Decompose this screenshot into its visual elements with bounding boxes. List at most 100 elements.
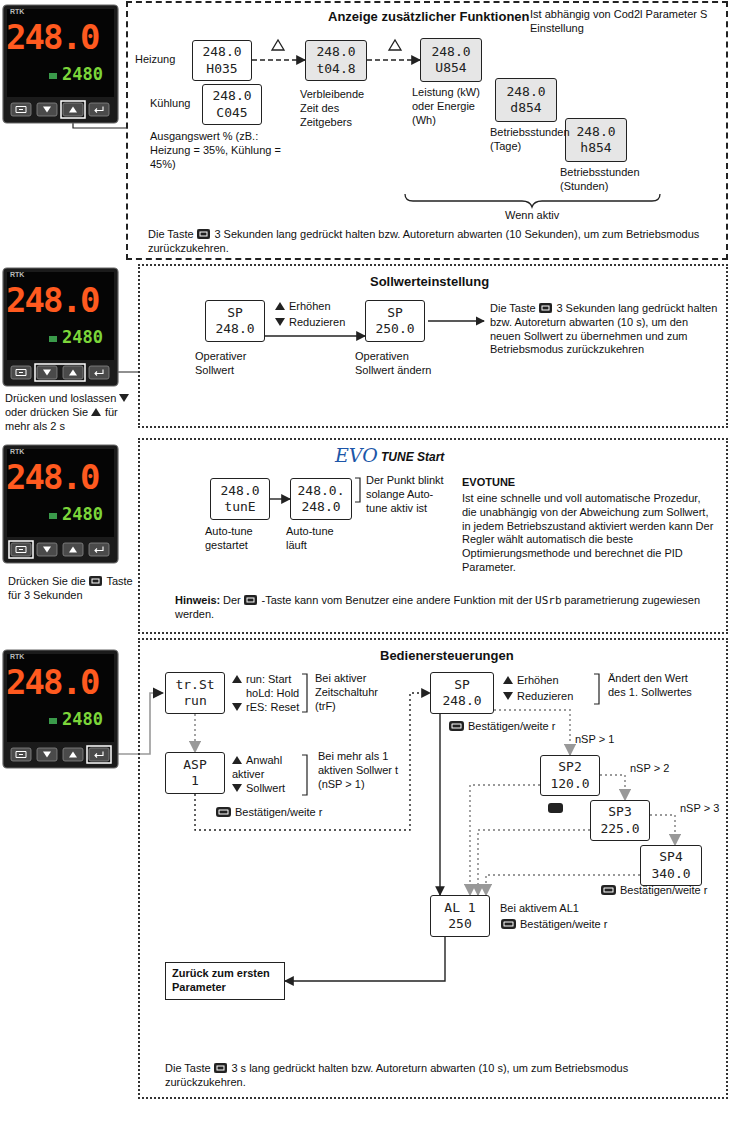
label-text: Ist abhängig von Cod2l Parameter S Einst…: [530, 8, 720, 36]
label: Reduzieren: [275, 316, 345, 328]
label-text: 2480: [62, 66, 107, 83]
box-text: 248.0: [301, 499, 340, 515]
display-box: SP248.0: [205, 300, 265, 342]
label: Verbleibende Zeit des Zeitgebers: [300, 88, 364, 128]
controller-button: [89, 366, 109, 379]
connector: [195, 693, 430, 830]
box-text: 340.0: [651, 866, 690, 882]
connector: [194, 714, 196, 752]
label: Heizung: [135, 53, 175, 65]
key-highlight: [9, 541, 33, 558]
display-box: 248.0C045: [202, 84, 262, 125]
label-text: 248.0: [6, 20, 107, 54]
label: Der: [223, 594, 241, 606]
box-text: tunE: [224, 499, 255, 515]
label: Ausgangswert % (zB.: Heizung = 35%, Kühl…: [150, 130, 281, 170]
label: Bestätigen/weite r: [500, 918, 607, 930]
label: Betriebsstunden (Tage): [490, 126, 570, 152]
box-text: H035: [206, 61, 237, 77]
label: Bei aktiver Zeitschaltuhr (trF): [315, 672, 378, 712]
up-key-symbol: [69, 547, 77, 553]
label: Die Taste: [148, 228, 194, 240]
box-text: 120.0: [550, 776, 589, 792]
box-text: SP2: [558, 759, 581, 775]
label: Auto-tune läuft: [286, 525, 334, 551]
section-title: Anzeige zusätzlicher Funktionen: [328, 9, 530, 24]
connector: [265, 335, 365, 336]
label-text: Die Taste3 s lang gedrückt halten bzw. A…: [165, 1062, 705, 1090]
box-text: h854: [580, 140, 611, 156]
label-text: Die Taste3 Sekunden lang gedrückt halten…: [148, 228, 718, 256]
controller-housing: [3, 268, 118, 386]
label: Erhöhen: [503, 674, 559, 686]
label: 248.0: [6, 662, 98, 702]
up-key-symbol: [69, 752, 77, 758]
connector: [367, 59, 420, 60]
status-led: [49, 718, 57, 724]
label-text: Ändert den Wert des 1. Sollwertes: [608, 672, 703, 700]
display-box: 248.0d854: [495, 78, 557, 122]
connector: [478, 830, 590, 895]
label-text: Sollwert: [232, 782, 288, 796]
label: 248.0: [6, 280, 98, 320]
box-text: 248.0: [202, 44, 241, 60]
label-text: Erhöhen: [503, 674, 561, 688]
label: hoLd: Hold: [246, 687, 299, 699]
box-text: 250: [448, 916, 471, 932]
controller-display: [7, 9, 114, 97]
down-key-symbol: [43, 370, 51, 376]
connector: [494, 710, 570, 755]
box-text: Zurück zum ersten Parameter: [172, 967, 278, 995]
controller-button: [89, 543, 109, 556]
box-text: ASP: [183, 757, 206, 773]
display-box: 248.0H035: [192, 40, 252, 81]
status-led: [49, 73, 57, 79]
label: Reduzieren: [503, 690, 573, 702]
controller-button: [63, 103, 83, 116]
label-text: run: Start: [232, 673, 294, 687]
label: Sollwert: [232, 782, 285, 794]
label-text: hoLd: Hold: [246, 687, 302, 701]
label: Anwahl aktiver: [232, 754, 282, 780]
label: Bestätigen/weite r: [448, 720, 555, 732]
arrow: [428, 320, 484, 321]
display-box: 248.0.248.0: [290, 478, 352, 520]
label-text: Betriebsstunden (Tage): [490, 126, 565, 154]
display-box: 248.0t04.8: [305, 40, 367, 81]
label: Kühlung: [150, 97, 190, 109]
label-text: nSP > 3: [680, 802, 722, 816]
label-text: 248.0: [6, 460, 107, 494]
label: Bei aktivem AL1: [500, 902, 579, 914]
enter-key-symbol: [548, 803, 563, 813]
label-text: Drücken Sie dieTaste für 3 Sekunden: [8, 575, 138, 603]
label: Erhöhen: [275, 300, 331, 312]
label: RTK: [10, 271, 24, 278]
box-text: run: [183, 693, 206, 709]
label-text: Operativer Sollwert: [195, 350, 285, 378]
label: Betriebsstunden (Stunden): [560, 166, 640, 192]
label: 2480: [62, 327, 103, 347]
label-text: Bestätigen/weite r: [448, 720, 558, 734]
label-text: Leistung (kW) oder Energie (Wh): [412, 86, 490, 127]
controller-button: [89, 103, 109, 116]
label: Wenn aktiv: [505, 209, 559, 221]
box-text: 248.0: [576, 124, 615, 140]
status-led: [49, 336, 57, 342]
label-text: Auto-tune gestartet: [205, 525, 275, 553]
controller-button: [37, 543, 57, 556]
box-text: tr.St: [175, 677, 214, 693]
process-box: Zurück zum ersten Parameter: [165, 962, 285, 1000]
display-box: SP4340.0: [640, 845, 702, 886]
label-text: EVOTUNE: [462, 476, 518, 490]
section-title: EVO: [335, 444, 378, 466]
enter-key-symbol: [95, 752, 103, 758]
label: nSP > 3: [680, 802, 719, 814]
box-text: AL 1: [444, 900, 475, 916]
box-text: 1: [191, 773, 199, 789]
label: RTK: [10, 653, 24, 660]
controller-button: [11, 103, 31, 116]
label-text: Operativen Sollwert ändern: [355, 350, 435, 378]
label: Bestätigen/weite r: [215, 806, 322, 818]
label-text: Bei aktiver Zeitschaltuhr (trF): [315, 672, 403, 713]
label: Bestätigen/weite r: [600, 884, 707, 896]
